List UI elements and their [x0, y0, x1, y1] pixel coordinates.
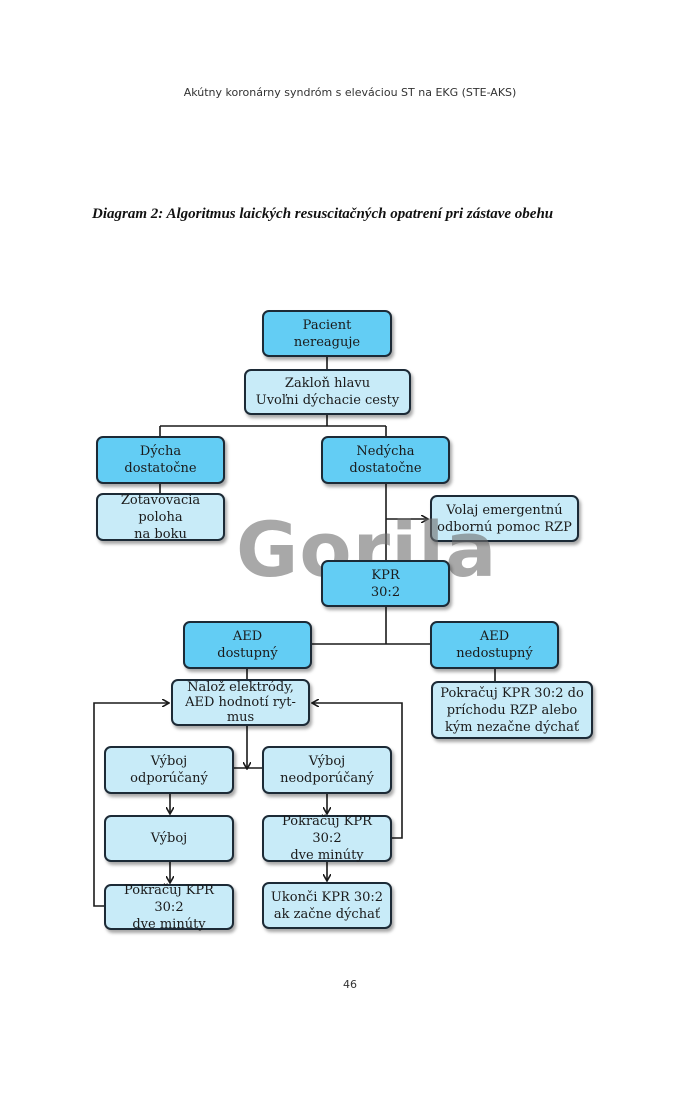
- node-vyboj: Výboj: [104, 815, 234, 862]
- running-head: Akútny koronárny syndróm s eleváciou ST …: [183, 86, 517, 99]
- loop-right: [313, 703, 403, 839]
- loop-left: [93, 703, 168, 907]
- diagram-title: Diagram 2: Algoritmus laických resuscita…: [92, 206, 554, 222]
- page-number: 46: [343, 978, 357, 991]
- node-naloz-elektrody: Nalož elektródy,AED hodnotí ryt-mus: [171, 679, 310, 726]
